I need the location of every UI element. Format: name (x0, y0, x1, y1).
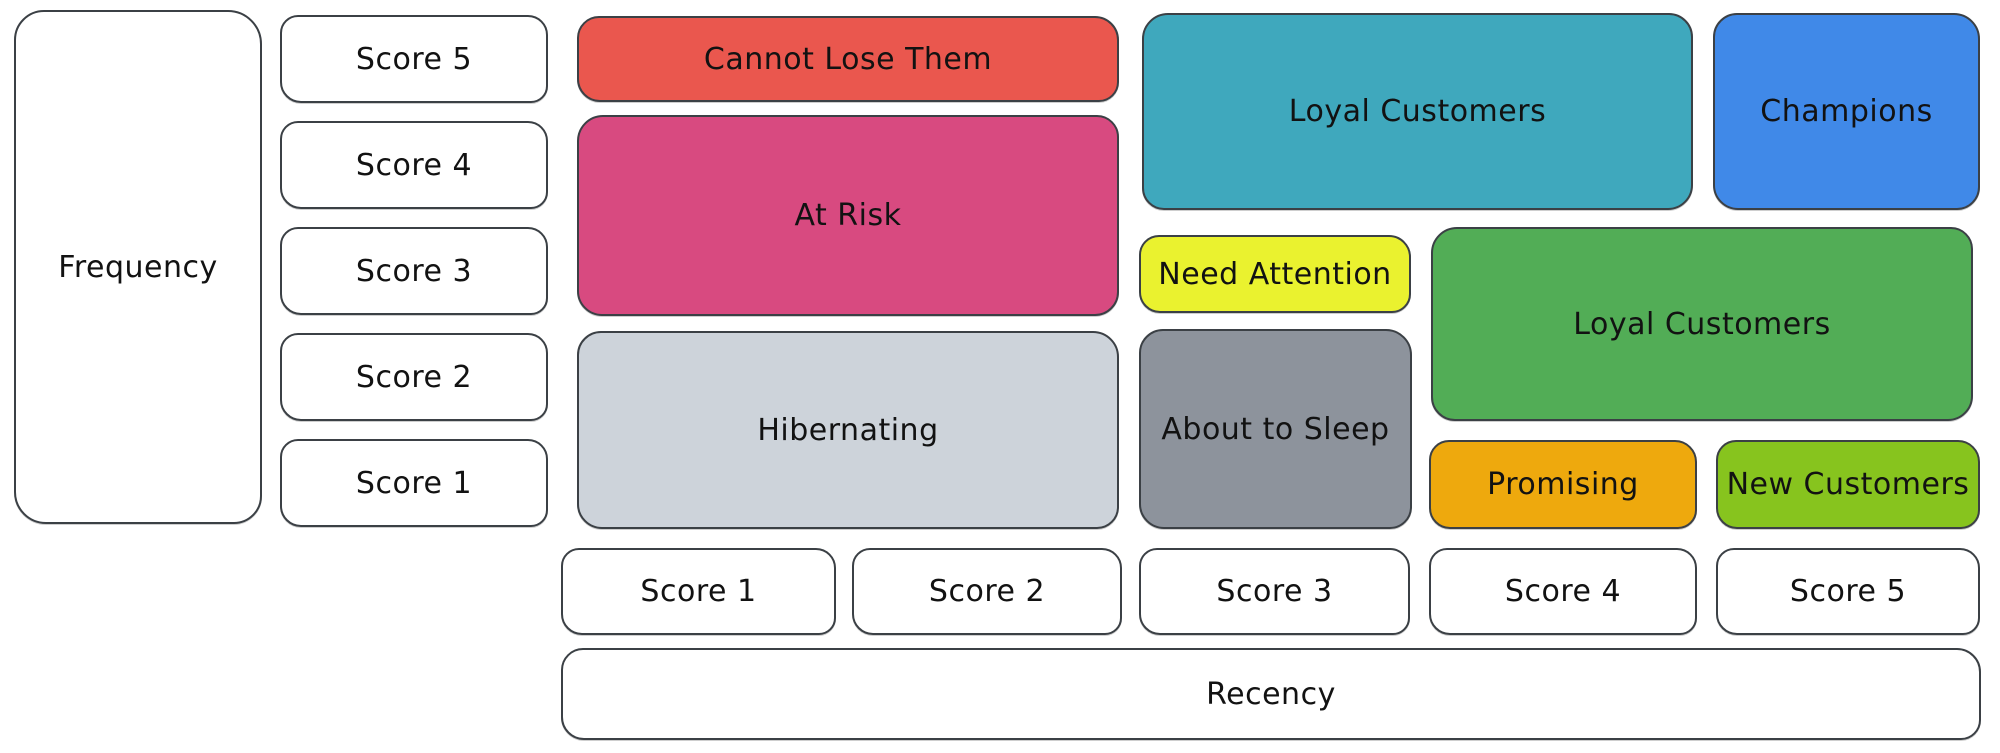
segment-cannot-lose-them: Cannot Lose Them (577, 16, 1119, 102)
segment-promising: Promising (1429, 440, 1697, 529)
recency-score-1: Score 1 (561, 548, 836, 635)
recency-score-3: Score 3 (1139, 548, 1410, 635)
segment-at-risk: At Risk (577, 115, 1119, 316)
recency-axis-label: Recency (561, 648, 1981, 740)
segment-need-attention: Need Attention (1139, 235, 1411, 313)
frequency-score-5: Score 5 (280, 15, 548, 103)
segment-about-to-sleep: About to Sleep (1139, 329, 1412, 529)
recency-score-2: Score 2 (852, 548, 1122, 635)
recency-score-4: Score 4 (1429, 548, 1697, 635)
frequency-score-1: Score 1 (280, 439, 548, 527)
segment-loyal-customers-mid: Loyal Customers (1431, 227, 1973, 421)
frequency-score-3: Score 3 (280, 227, 548, 315)
frequency-axis-label: Frequency (14, 10, 262, 524)
frequency-score-2: Score 2 (280, 333, 548, 421)
segment-champions: Champions (1713, 13, 1980, 210)
recency-score-5: Score 5 (1716, 548, 1980, 635)
segment-new-customers: New Customers (1716, 440, 1980, 529)
segment-hibernating: Hibernating (577, 331, 1119, 529)
frequency-score-4: Score 4 (280, 121, 548, 209)
segment-loyal-customers-upper: Loyal Customers (1142, 13, 1693, 210)
